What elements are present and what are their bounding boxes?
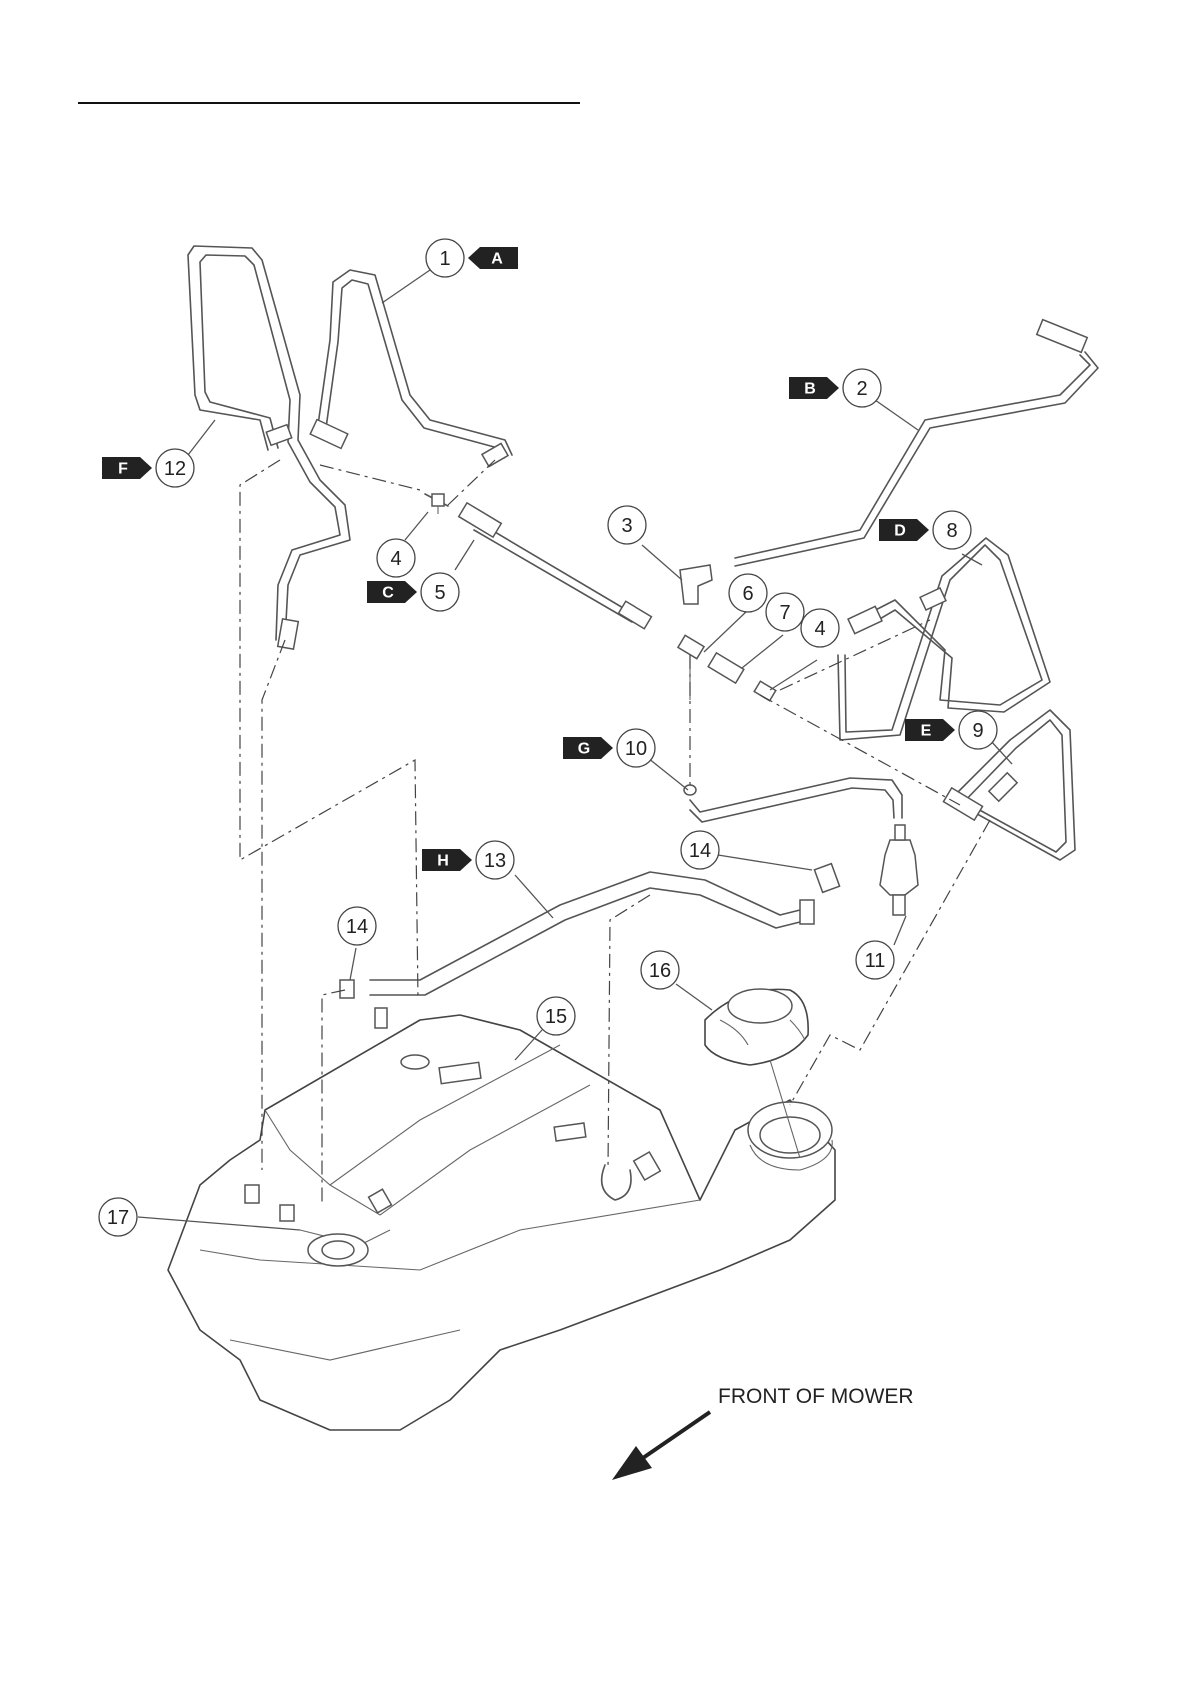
callout-number-c16: 16 [649, 960, 671, 982]
fuel-filter-11 [880, 825, 918, 915]
callout-number-c14b: 14 [346, 916, 368, 938]
callout-tag-c9: E [905, 719, 955, 741]
callout-letter-c9: E [921, 723, 932, 740]
callout-tag-c2: B [789, 377, 839, 399]
callout-c10: G 10 [563, 729, 655, 767]
callout-number-c2: 2 [856, 378, 867, 400]
fuel-line-13 [370, 872, 814, 995]
callout-number-c11: 11 [865, 950, 886, 972]
fuel-line-1 [310, 270, 512, 467]
callout-c17: 17 [99, 1198, 137, 1236]
callout-c4b: 4 [801, 609, 839, 647]
front-of-mower-label: FRONT OF MOWER [718, 1385, 914, 1408]
callout-number-c6: 6 [742, 583, 753, 605]
callout-tag-c8: D [879, 519, 929, 541]
callout-number-c4b: 4 [814, 618, 825, 640]
callout-number-c3: 3 [621, 515, 632, 537]
callout-c14b: 14 [338, 907, 376, 945]
fuel-line-10 [684, 778, 902, 822]
callout-tag-c12: F [102, 457, 152, 479]
callout-c13: H 13 [422, 841, 514, 879]
callout-letter-c10: G [578, 741, 590, 758]
callout-letter-c5: C [382, 585, 394, 602]
callout-c12: F 12 [102, 449, 194, 487]
fuel-line-12 [188, 246, 350, 649]
callout-letter-c13: H [437, 853, 449, 870]
callout-number-c5: 5 [434, 582, 445, 604]
fuel-tank-15 [168, 1008, 835, 1430]
callout-number-c12: 12 [164, 458, 186, 480]
callout-number-c9: 9 [972, 720, 983, 742]
callout-tag-c13: H [422, 849, 472, 871]
elbow-fitting-3 [680, 565, 712, 604]
callout-tag-c10: G [563, 737, 613, 759]
callout-c15: 15 [537, 997, 575, 1035]
callout-letter-c8: D [894, 523, 906, 540]
fittings-6-7-4 [678, 635, 776, 700]
callout-number-c10: 10 [625, 738, 647, 760]
callout-c14a: 14 [681, 831, 719, 869]
callout-number-c15: 15 [545, 1006, 567, 1028]
callout-tag-c5: C [367, 581, 417, 603]
callout-c16: 16 [641, 951, 679, 989]
callout-letter-c2: B [804, 381, 816, 398]
callout-c1: A1 [426, 239, 518, 277]
callout-c11: 11 [856, 941, 894, 979]
callout-tag-c1: A [468, 247, 518, 269]
callout-letter-c1: A [491, 251, 503, 268]
front-of-mower-arrow [612, 1412, 710, 1480]
callout-number-c14a: 14 [689, 840, 711, 862]
fuel-line-8 [838, 538, 1050, 740]
clamp-14-lower [340, 980, 354, 998]
fuel-cap-16 [705, 989, 808, 1065]
callout-number-c8: 8 [946, 520, 957, 542]
callout-number-c13: 13 [484, 850, 506, 872]
callout-number-c1: 1 [439, 248, 450, 270]
t-connector-4-left [425, 494, 448, 514]
callout-number-c17: 17 [107, 1207, 129, 1229]
callout-number-c4a: 4 [390, 548, 401, 570]
callout-c3: 3 [608, 506, 646, 544]
clamp-14-upper [814, 864, 839, 893]
callout-c7: 7 [766, 593, 804, 631]
callout-c4a: 4 [377, 539, 415, 577]
callout-letter-c12: F [118, 461, 128, 478]
callout-c6: 6 [729, 574, 767, 612]
callout-number-c7: 7 [779, 602, 790, 624]
